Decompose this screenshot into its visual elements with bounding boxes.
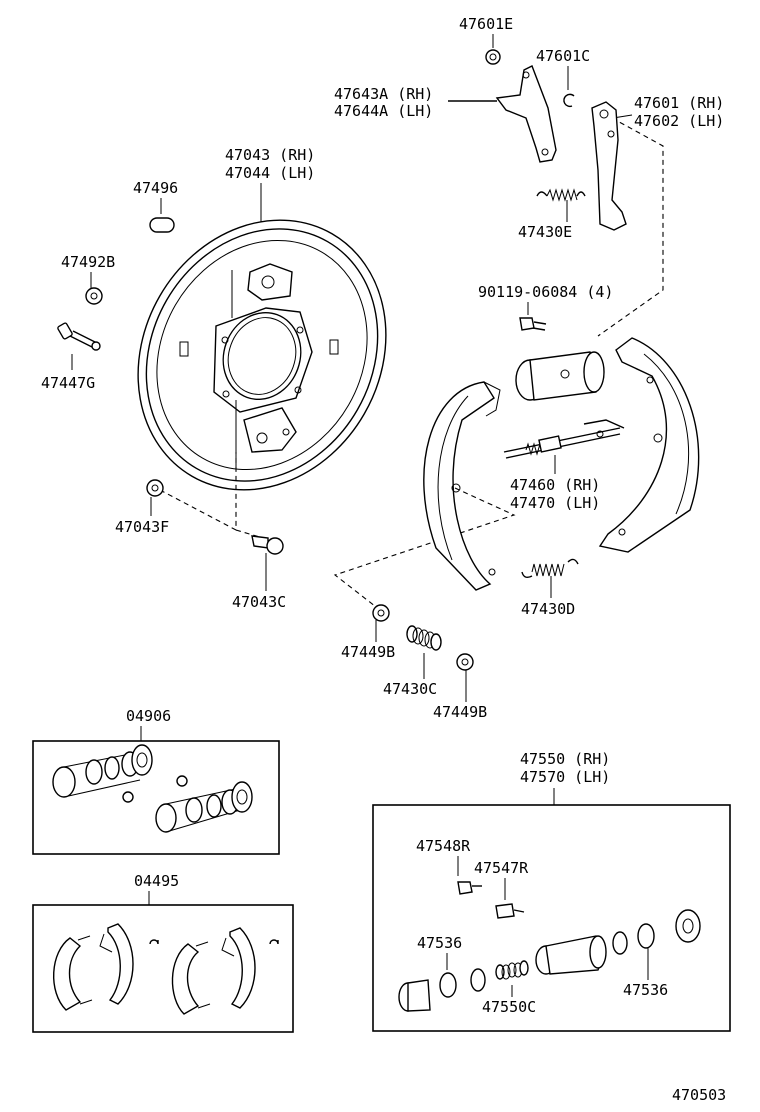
parking-lever-47601 [591, 101, 627, 231]
c-washer-47601C [563, 93, 575, 108]
label-47496: 47496 [133, 179, 178, 197]
clip-47601E [485, 49, 501, 65]
label-04495: 04495 [134, 872, 179, 890]
label-47043C: 47043C [232, 593, 286, 611]
kit-04906-parts [52, 744, 253, 833]
label-47043: 47043 (RH) [225, 146, 315, 164]
label-47550C: 47550C [482, 998, 536, 1016]
return-spring-47430E [536, 188, 586, 202]
adjuster-47460 [503, 419, 625, 459]
label-diagram-id: 470503 [672, 1086, 726, 1104]
label-47449B-a: 47449B [341, 643, 395, 661]
label-47548R: 47548R [416, 837, 471, 855]
label-90119: 90119-06084 (4) [478, 283, 613, 301]
label-47644A: 47644A (LH) [334, 102, 433, 120]
label-47043F: 47043F [115, 518, 169, 536]
label-47460: 47460 (RH) [510, 476, 600, 494]
label-47601: 47601 (RH) [634, 94, 724, 112]
label-47602: 47602 (LH) [634, 112, 724, 130]
spring-47430C [406, 625, 442, 651]
label-47492B: 47492B [61, 253, 115, 271]
backing-plate-47043 [137, 219, 387, 491]
brake-shoe-left [423, 381, 501, 591]
cup-47449B-b [456, 653, 474, 671]
label-47547R: 47547R [474, 859, 529, 877]
plug-47496 [149, 217, 175, 233]
label-47550: 47550 (RH) [520, 750, 610, 768]
wheel-cylinder-assy [515, 351, 605, 401]
label-47447G: 47447G [41, 374, 95, 392]
cup-47449B-a [372, 604, 390, 622]
label-47044: 47044 (LH) [225, 164, 315, 182]
brake-shoe-right [598, 337, 700, 553]
kit-04495-parts [53, 923, 279, 1015]
label-47430D: 47430D [521, 600, 575, 618]
label-04906: 04906 [126, 707, 171, 725]
label-47536-a: 47536 [417, 934, 462, 952]
kit-box-47550 [372, 804, 731, 1032]
leader-lines [71, 34, 649, 997]
label-47570: 47570 (LH) [520, 768, 610, 786]
bolt-47447G [57, 322, 101, 351]
alignment-dashed-lines [159, 117, 664, 611]
bush-47492B [85, 287, 103, 305]
kit-box-04906 [32, 740, 280, 855]
label-47601E: 47601E [459, 15, 513, 33]
spring-47430D [521, 558, 579, 579]
plug-47043F [146, 479, 164, 497]
label-47643A: 47643A (RH) [334, 85, 433, 103]
label-47449B-b: 47449B [433, 703, 487, 721]
kit-47550-parts [398, 881, 701, 1012]
label-47430C: 47430C [383, 680, 437, 698]
label-47536-b: 47536 [623, 981, 668, 999]
bolt-90119 [519, 317, 547, 331]
kit-box-04495 [32, 904, 294, 1033]
label-47470: 47470 (LH) [510, 494, 600, 512]
label-47601C: 47601C [536, 47, 590, 65]
parking-brake-strut-47643A [495, 65, 557, 163]
bleeder-47043C [251, 535, 284, 555]
label-47430E: 47430E [518, 223, 572, 241]
